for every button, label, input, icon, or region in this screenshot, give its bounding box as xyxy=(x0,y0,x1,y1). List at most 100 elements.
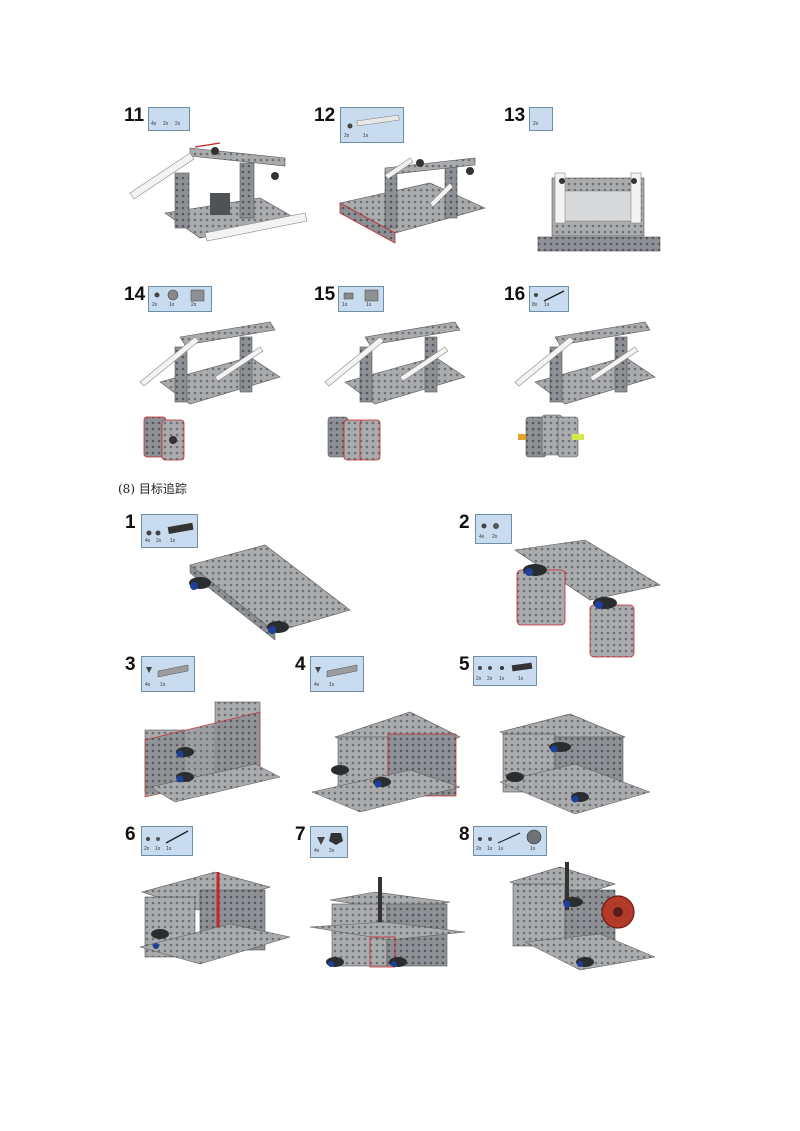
parts-box: 2x 1x xyxy=(340,107,404,143)
part-qty: 1x xyxy=(498,846,504,852)
parts-box: 2x 1x 2x xyxy=(148,286,212,312)
parts-thumbnail xyxy=(317,833,343,845)
step-number: 1 xyxy=(125,512,136,533)
part-qty: 4x xyxy=(479,534,485,540)
assembly-illustration xyxy=(514,539,661,658)
step-6: 6 2x 1x 1x xyxy=(120,822,295,982)
part-qty: 1x xyxy=(166,846,172,852)
parts-box: 2x xyxy=(529,107,553,131)
parts-box: 4x 2x 1x xyxy=(141,514,198,548)
part-qty: 8x xyxy=(532,302,538,308)
part-qty: 2x xyxy=(476,676,482,682)
assembly-illustration xyxy=(499,713,651,815)
parts-thumbnail xyxy=(478,662,533,672)
parts-thumbnail xyxy=(343,289,379,302)
step-4: 4 4x 1x xyxy=(290,652,470,817)
step-number: 15 xyxy=(314,284,336,305)
part-qty: 1x xyxy=(544,302,550,308)
step-7: 7 4x 2x xyxy=(290,822,470,982)
step-number: 2 xyxy=(459,512,470,533)
parts-box: 4x 2x xyxy=(310,826,348,858)
assembly-illustration xyxy=(129,142,308,242)
assembly-illustration xyxy=(309,877,466,968)
part-qty: 2x xyxy=(163,121,169,127)
parts-box: 4x 1x xyxy=(310,656,364,692)
part-qty: 1x xyxy=(169,302,175,308)
parts-thumbnail xyxy=(146,522,194,536)
parts-thumbnail xyxy=(478,829,542,845)
step-5: 5 2x 2x 1x 1x xyxy=(455,652,670,817)
step-number: 3 xyxy=(125,654,136,675)
part-qty: 1x xyxy=(342,302,348,308)
parts-thumbnail xyxy=(146,664,189,678)
part-qty: 4x xyxy=(314,848,320,854)
assembly-illustration xyxy=(514,321,656,458)
assembly-illustration xyxy=(139,871,291,965)
assembly-illustration xyxy=(311,711,461,813)
part-qty: 1x xyxy=(499,676,505,682)
step-1: 1 4x 2x 1x xyxy=(120,510,360,645)
part-qty: 2x xyxy=(533,121,539,127)
step-number: 6 xyxy=(125,824,136,845)
step-number: 13 xyxy=(504,105,526,126)
step-number: 7 xyxy=(295,824,306,845)
assembly-illustration xyxy=(339,157,486,244)
part-qty: 1x xyxy=(160,682,166,688)
section-heading: (8) 目标追踪 xyxy=(118,482,187,496)
part-qty: 2x xyxy=(144,846,150,852)
part-qty: 1x xyxy=(487,846,493,852)
step-number: 14 xyxy=(124,284,146,305)
assembly-illustration xyxy=(139,321,281,461)
assembly-illustration xyxy=(189,544,351,641)
assembly-illustration xyxy=(508,862,656,971)
part-qty: 2x xyxy=(191,302,197,308)
part-qty: 2x xyxy=(329,848,335,854)
step-number: 11 xyxy=(124,105,145,126)
step-13: 13 2x xyxy=(500,103,670,273)
part-qty: 4x xyxy=(314,682,320,688)
assembly-illustration xyxy=(144,701,281,803)
part-qty: 2x xyxy=(344,133,350,139)
part-qty: 2x xyxy=(156,538,162,544)
parts-thumbnail xyxy=(154,289,205,302)
part-qty: 2x xyxy=(487,676,493,682)
part-qty: 1x xyxy=(530,846,536,852)
step-number: 16 xyxy=(504,284,526,305)
step-15: 15 1x 1x xyxy=(310,282,500,467)
part-qty: 1x xyxy=(363,133,369,139)
part-qty: 1x xyxy=(170,538,176,544)
part-qty: 1x xyxy=(329,682,335,688)
step-number: 4 xyxy=(295,654,306,675)
step-12: 12 2x 1x xyxy=(310,103,510,273)
axle-thumbnail xyxy=(534,290,565,302)
part-qty: 1x xyxy=(366,302,372,308)
parts-box: 4x 2x 2x xyxy=(148,107,190,131)
parts-box: 8x 1x xyxy=(529,286,569,312)
part-qty: 2x xyxy=(492,534,498,540)
parts-box: 1x 1x xyxy=(338,286,384,312)
parts-box: 2x 1x 1x xyxy=(141,826,193,856)
assembly-illustration xyxy=(324,321,466,461)
step-2: 2 4x 2x xyxy=(455,510,670,660)
part-qty: 2x xyxy=(152,302,158,308)
assembly-illustration xyxy=(537,172,661,252)
part-qty: 4x xyxy=(151,121,157,127)
step-number: 8 xyxy=(459,824,470,845)
step-11: 11 4x 2x 2x xyxy=(120,103,320,273)
part-qty: 1x xyxy=(518,676,524,682)
parts-thumbnail xyxy=(481,523,499,529)
step-8: 8 2x 1x 1x 1x xyxy=(455,822,670,982)
parts-thumbnail xyxy=(146,830,189,844)
parts-thumbnail xyxy=(315,664,358,678)
parts-box: 2x 1x 1x 1x xyxy=(473,826,547,856)
parts-box: 4x 2x xyxy=(475,514,512,544)
part-qty: 2x xyxy=(476,846,482,852)
part-qty: 1x xyxy=(155,846,161,852)
step-16: 16 8x 1x xyxy=(500,282,690,467)
parts-box: 2x 2x 1x 1x xyxy=(473,656,537,686)
step-3: 3 4x 1x xyxy=(120,652,290,812)
part-qty: 4x xyxy=(145,538,151,544)
beam-thumbnail xyxy=(347,114,400,129)
part-qty: 4x xyxy=(145,682,151,688)
step-number: 12 xyxy=(314,105,336,126)
